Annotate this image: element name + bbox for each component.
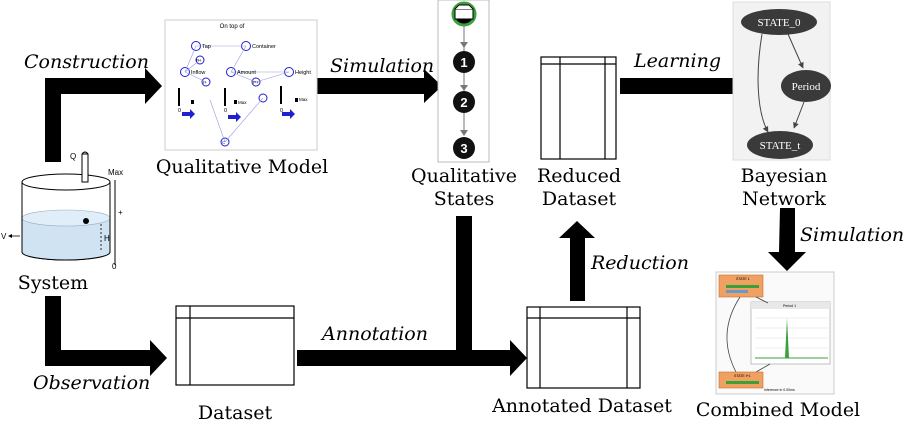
qm-title: On top of xyxy=(220,24,245,30)
bn-label-period: Period xyxy=(792,81,821,93)
cm-panel-title: Period 1 xyxy=(783,304,796,308)
bayesian-network-thumbnail: STATE_0 Period STATE_t xyxy=(732,1,831,161)
system-tank: Q Max + H V 0 xyxy=(1,151,123,271)
qualitative-states-label-2: States xyxy=(433,188,495,210)
tank-plus-label: + xyxy=(118,208,123,217)
bn-label-state0: STATE_0 xyxy=(757,17,801,29)
tank-q-label: Q xyxy=(70,152,76,161)
bayesian-network-label-1: Bayesian xyxy=(740,165,828,187)
reduced-dataset-label-1: Reduced xyxy=(537,165,621,187)
qm-max-1: Max xyxy=(238,100,247,105)
simulation-arrow-top xyxy=(295,69,442,103)
qualitative-model-thumbnail: On top of Tap Container xyxy=(164,19,318,151)
learning-label: Learning xyxy=(634,50,721,72)
state-3-label: 3 xyxy=(460,141,467,156)
qm-zero-3: 0 xyxy=(280,108,283,114)
reduced-dataset-label-2: Dataset xyxy=(541,188,617,210)
qualitative-states-thumbnail: 1 2 3 xyxy=(437,0,490,163)
bn-label-statet: STATE_t xyxy=(760,140,801,152)
qm-zero-1: 0 xyxy=(178,108,181,114)
bn-node-period xyxy=(781,70,831,102)
tank-v-label: V xyxy=(1,232,7,241)
reduction-arrow xyxy=(559,221,595,301)
qm-quantity-height: Height xyxy=(295,70,311,76)
combined-model-thumbnail: STATE 1 Period 1 STATE t+1 Inference in … xyxy=(715,271,835,395)
tank-max-label: Max xyxy=(108,168,123,177)
qm-rel-1: P+ xyxy=(196,58,202,63)
system-label: System xyxy=(17,272,89,294)
reduced-dataset-table xyxy=(540,56,617,160)
qm-zero-2: 0 xyxy=(224,108,227,114)
state-3-node xyxy=(453,137,475,159)
construction-label: Construction xyxy=(24,51,149,73)
qm-entity-tap: Tap xyxy=(202,44,211,50)
annotated-dataset-label: Annotated Dataset xyxy=(492,395,672,417)
annotated-dataset-table xyxy=(526,306,641,389)
qm-max-2: Max xyxy=(299,97,308,102)
cm-footer: Inference in 0.00ms xyxy=(764,388,795,392)
bn-node-statet xyxy=(747,131,813,159)
state-1-node xyxy=(453,51,475,73)
state-2-label: 2 xyxy=(460,95,467,110)
qualitative-states-label-1: Qualitative xyxy=(411,165,517,187)
simulation-label-right: Simulation xyxy=(800,224,904,246)
cm-state-bottom: STATE t+1 xyxy=(734,374,751,378)
dataset-label: Dataset xyxy=(197,402,273,424)
annotation-label: Annotation xyxy=(322,323,428,345)
learning-arrow xyxy=(620,69,751,103)
cm-state-top: STATE 1 xyxy=(736,277,750,281)
bn-node-state0 xyxy=(741,9,817,35)
qm-quantity-amount: Amount xyxy=(237,70,256,76)
annotation-arrow xyxy=(297,216,527,376)
qm-entity-container: Container xyxy=(252,44,276,50)
tank-zero-label: 0 xyxy=(112,262,117,271)
state-2-node xyxy=(453,91,475,113)
combined-model-label: Combined Model xyxy=(695,399,861,421)
qm-rel-3: P+ xyxy=(253,80,259,85)
observation-arrow xyxy=(45,296,167,376)
qm-quantity-inflow: Inflow xyxy=(191,70,205,76)
simulation-label-top: Simulation xyxy=(330,55,435,77)
reduction-label: Reduction xyxy=(591,252,689,274)
tank-h-label: H xyxy=(104,234,110,243)
simulation-arrow-right xyxy=(768,208,806,271)
qualitative-model-label: Qualitative Model xyxy=(155,156,329,178)
dataset-table xyxy=(175,305,295,386)
qm-rel-2: I+ xyxy=(203,80,207,85)
observation-label: Observation xyxy=(33,372,151,394)
qm-c: C xyxy=(222,140,226,145)
construction-arrow xyxy=(45,68,162,162)
flow-arrows xyxy=(45,68,806,376)
state-1-label: 1 xyxy=(460,55,467,70)
bayesian-network-label-2: Network xyxy=(742,188,826,210)
